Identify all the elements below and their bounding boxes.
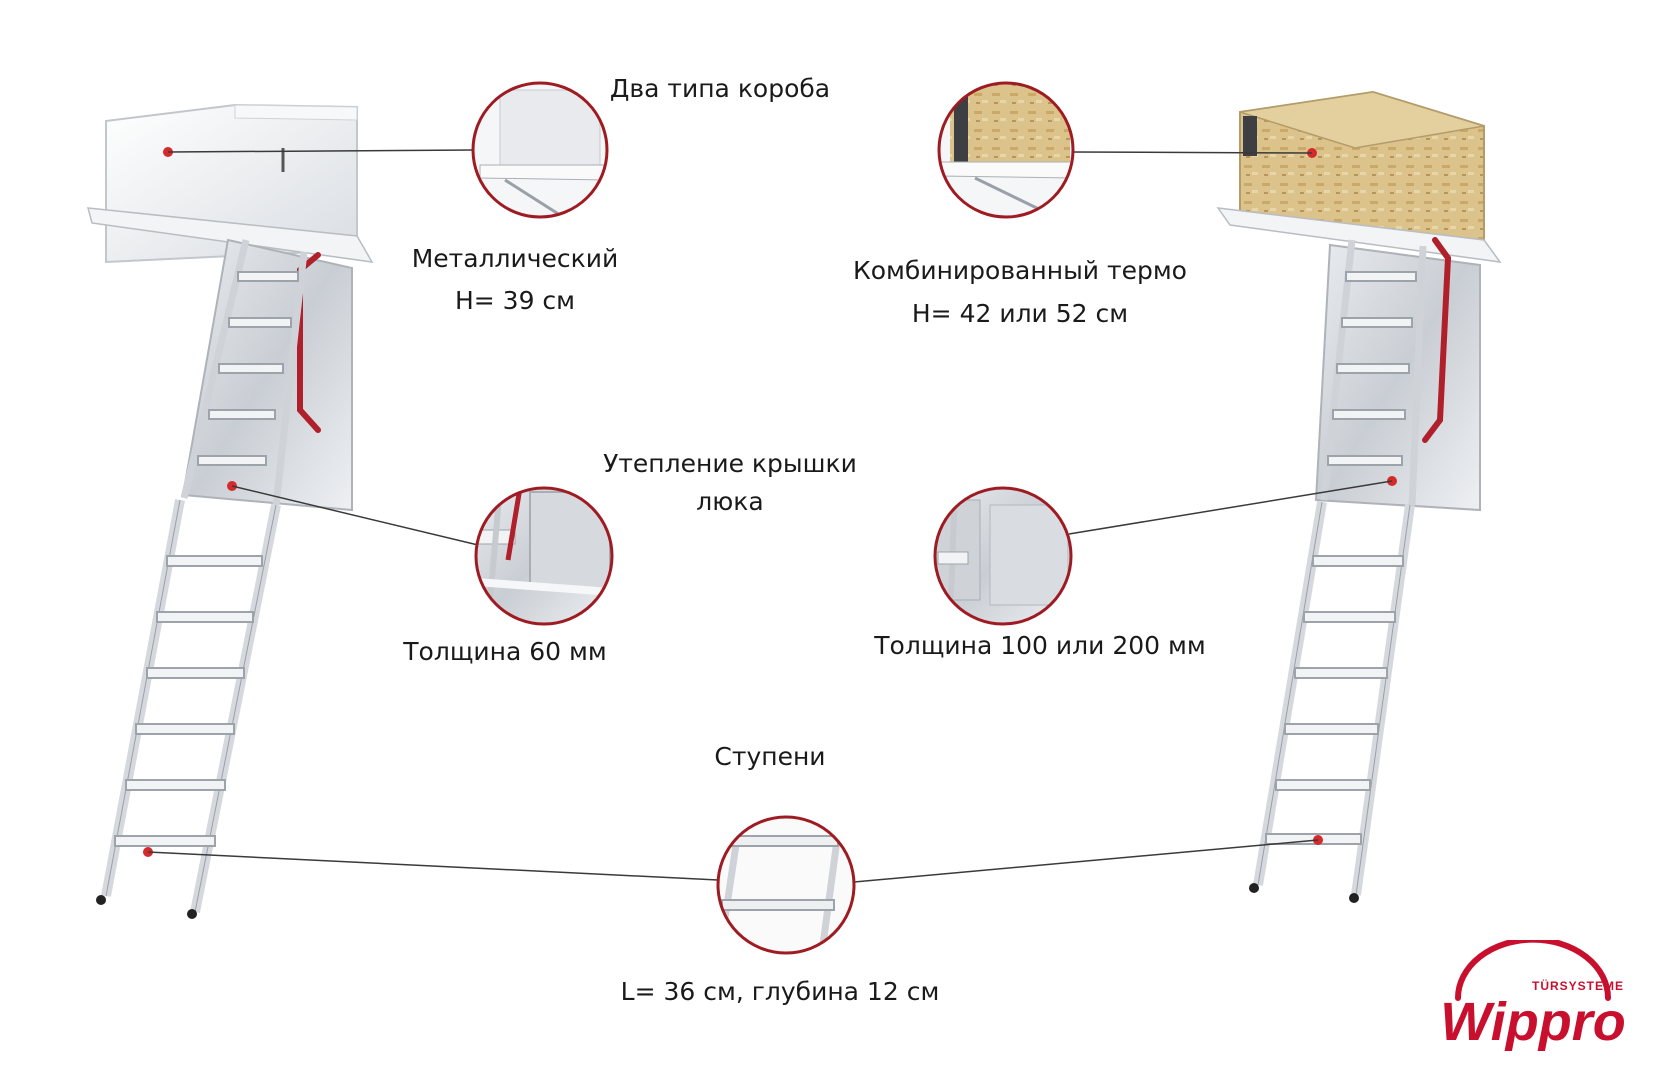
metal-box-flange	[86, 207, 374, 263]
combined-box-name: Комбинированный термо	[853, 256, 1187, 285]
callout-combined-box	[937, 81, 1075, 219]
metal-box-height: H= 39 см	[454, 286, 576, 315]
combined-box-flange	[1216, 207, 1502, 263]
metal-box-name: Металлический	[411, 244, 619, 273]
callout-metal-box	[471, 81, 609, 219]
combined-box-ladder	[1216, 90, 1502, 903]
combined-box-height: H= 42 или 52 см	[911, 299, 1129, 328]
callout-metal-hatch	[474, 486, 614, 626]
leader-lines	[147, 149, 1393, 883]
wippro-logo-brand: Wippro	[1440, 992, 1625, 1052]
thermo-hatch-thickness: Толщина 100 или 200 мм	[874, 631, 1206, 660]
metal-box-ladder	[86, 103, 374, 919]
steps-size: L= 36 см, глубина 12 см	[620, 977, 940, 1006]
wippro-logo-tagline: TÜRSYSTEME	[1532, 978, 1624, 993]
section-title-box-types: Два типа короба	[609, 74, 831, 103]
callout-thermo-hatch	[933, 486, 1073, 626]
wippro-logo: TÜRSYSTEME Wippro	[1439, 940, 1627, 1053]
hatch-insulation-title-line1: Утепление крышки	[603, 449, 857, 478]
thermo-hatch-panel	[1314, 243, 1481, 512]
metal-hatch-thickness: Толщина 60 мм	[403, 637, 607, 666]
hatch-insulation-title-line2: люка	[696, 487, 764, 516]
callout-steps	[716, 815, 856, 955]
steps-title: Ступени	[714, 742, 826, 771]
